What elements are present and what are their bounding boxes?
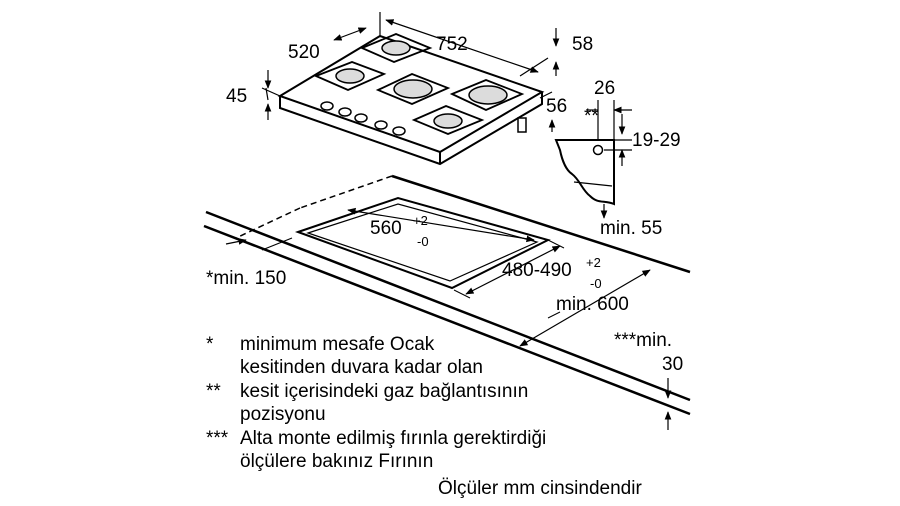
note-1-mark: * — [206, 334, 214, 355]
worktop — [203, 174, 691, 416]
note-2-mark: ** — [206, 381, 221, 402]
dim-45: 45 — [226, 86, 247, 107]
dim-19-29: 19-29 — [632, 130, 681, 151]
dim-cutout-width-tol-minus: -0 — [417, 234, 429, 249]
hob-dimension-lines — [261, 12, 560, 132]
note-3-mark: *** — [206, 428, 229, 449]
cutout — [294, 196, 565, 299]
dim-cutout-width-tol-plus: +2 — [413, 213, 428, 228]
note-3-line-1: Alta monte edilmiş fırınla gerektirdiği — [240, 428, 547, 449]
dim-520: 520 — [288, 42, 320, 63]
units-footer: Ölçüler mm cinsindendir — [438, 478, 642, 499]
dim-cutout-depth-tol-minus: -0 — [590, 276, 602, 291]
dim-cutout-depth-tol-plus: +2 — [586, 255, 601, 270]
dim-26: 26 — [594, 78, 615, 99]
dim-min-30-value: 30 — [662, 354, 683, 375]
dim-752: 752 — [436, 34, 468, 55]
dim-min-150-lines — [225, 237, 293, 251]
dim-cutout-depth: 480-490 — [502, 260, 572, 281]
dim-58: 58 — [572, 34, 593, 55]
dim-56: 56 — [546, 96, 567, 117]
gas-connection-section — [554, 139, 615, 206]
dim-min-55: min. 55 — [600, 218, 662, 239]
note-2-line-1: kesit içerisindeki gaz bağlantısının — [240, 381, 529, 402]
gas-marker: ** — [584, 106, 599, 127]
note-1-line-2: kesitinden duvara kadar olan — [240, 357, 483, 378]
dim-cutout-width: 560 — [370, 218, 402, 239]
dim-min-30-label: ***min. — [614, 330, 672, 351]
note-1-line-1: minimum mesafe Ocak — [240, 334, 435, 355]
dim-min-600-lines — [519, 269, 651, 347]
note-3-line-2: ölçülere bakınız Fırının — [240, 451, 434, 472]
gas-dimension-lines — [586, 100, 632, 219]
dim-min-150: *min. 150 — [206, 268, 286, 289]
dim-min-600: min. 600 — [556, 294, 629, 315]
note-2-line-2: pozisyonu — [240, 404, 326, 425]
